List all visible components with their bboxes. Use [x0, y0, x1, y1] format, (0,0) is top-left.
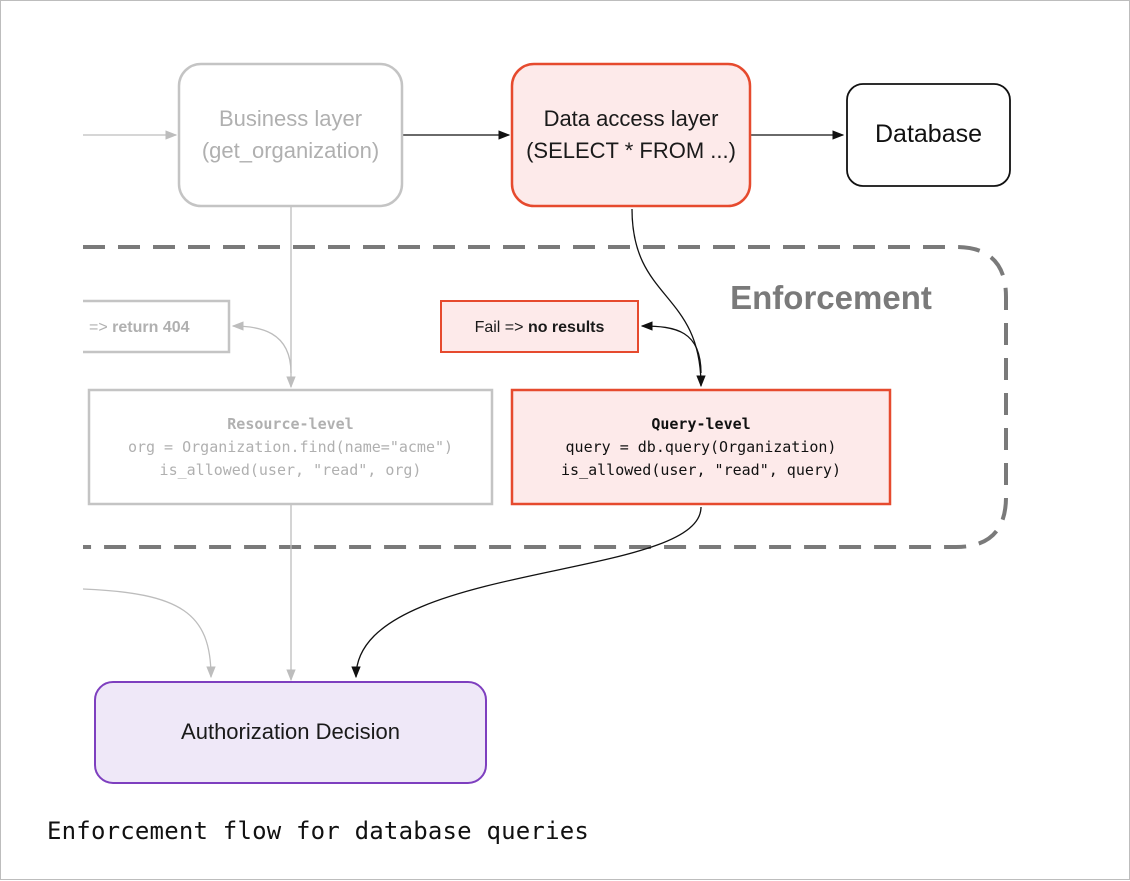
connector-query-level-to-fail [640, 321, 702, 374]
connector-resource-level-to-404 [231, 321, 292, 374]
query-level-title: Query-level [651, 415, 750, 433]
business-layer-line1: Business layer [219, 106, 362, 131]
authorization-decision-label: Authorization Decision [181, 719, 400, 744]
data-access-line2: (SELECT * FROM ...) [526, 138, 736, 163]
node-resource-level: Resource-level org = Organization.find(n… [87, 388, 494, 506]
node-business-layer: Business layer (get_organization) [177, 62, 404, 208]
node-authorization-decision: Authorization Decision [94, 681, 487, 784]
return-404-prefix: => [89, 319, 112, 336]
query-level-line2: is_allowed(user, "read", query) [561, 461, 841, 479]
connector-incoming-decision [82, 588, 216, 679]
enforcement-label: Enforcement [730, 279, 932, 316]
business-layer-line2: (get_organization) [202, 138, 379, 163]
database-label: Database [875, 120, 982, 148]
query-level-line1: query = db.query(Organization) [566, 438, 837, 456]
fail-prefix: Fail => [475, 319, 528, 336]
svg-text:=> return 404: => return 404 [89, 319, 190, 336]
enforcement-region [83, 245, 1008, 549]
node-database: Database [846, 83, 1011, 187]
node-return-404: => return 404 [83, 299, 231, 354]
fail-bold: no results [528, 319, 605, 336]
svg-text:Fail => no results: Fail => no results [475, 319, 605, 336]
return-404-bold: return 404 [112, 319, 189, 336]
resource-level-line1: org = Organization.find(name="acme") [128, 438, 453, 456]
connector-data-access-to-query-level [631, 208, 706, 388]
node-query-level: Query-level query = db.query(Organizatio… [510, 388, 892, 506]
resource-level-title: Resource-level [227, 415, 353, 433]
node-data-access-layer: Data access layer (SELECT * FROM ...) [510, 62, 752, 208]
connector-query-level-to-decision [351, 506, 702, 679]
node-fail-no-results: Fail => no results [440, 300, 639, 353]
figure-caption: Enforcement flow for database queries [47, 817, 590, 845]
resource-level-line2: is_allowed(user, "read", org) [160, 461, 422, 479]
data-access-line1: Data access layer [544, 106, 719, 131]
